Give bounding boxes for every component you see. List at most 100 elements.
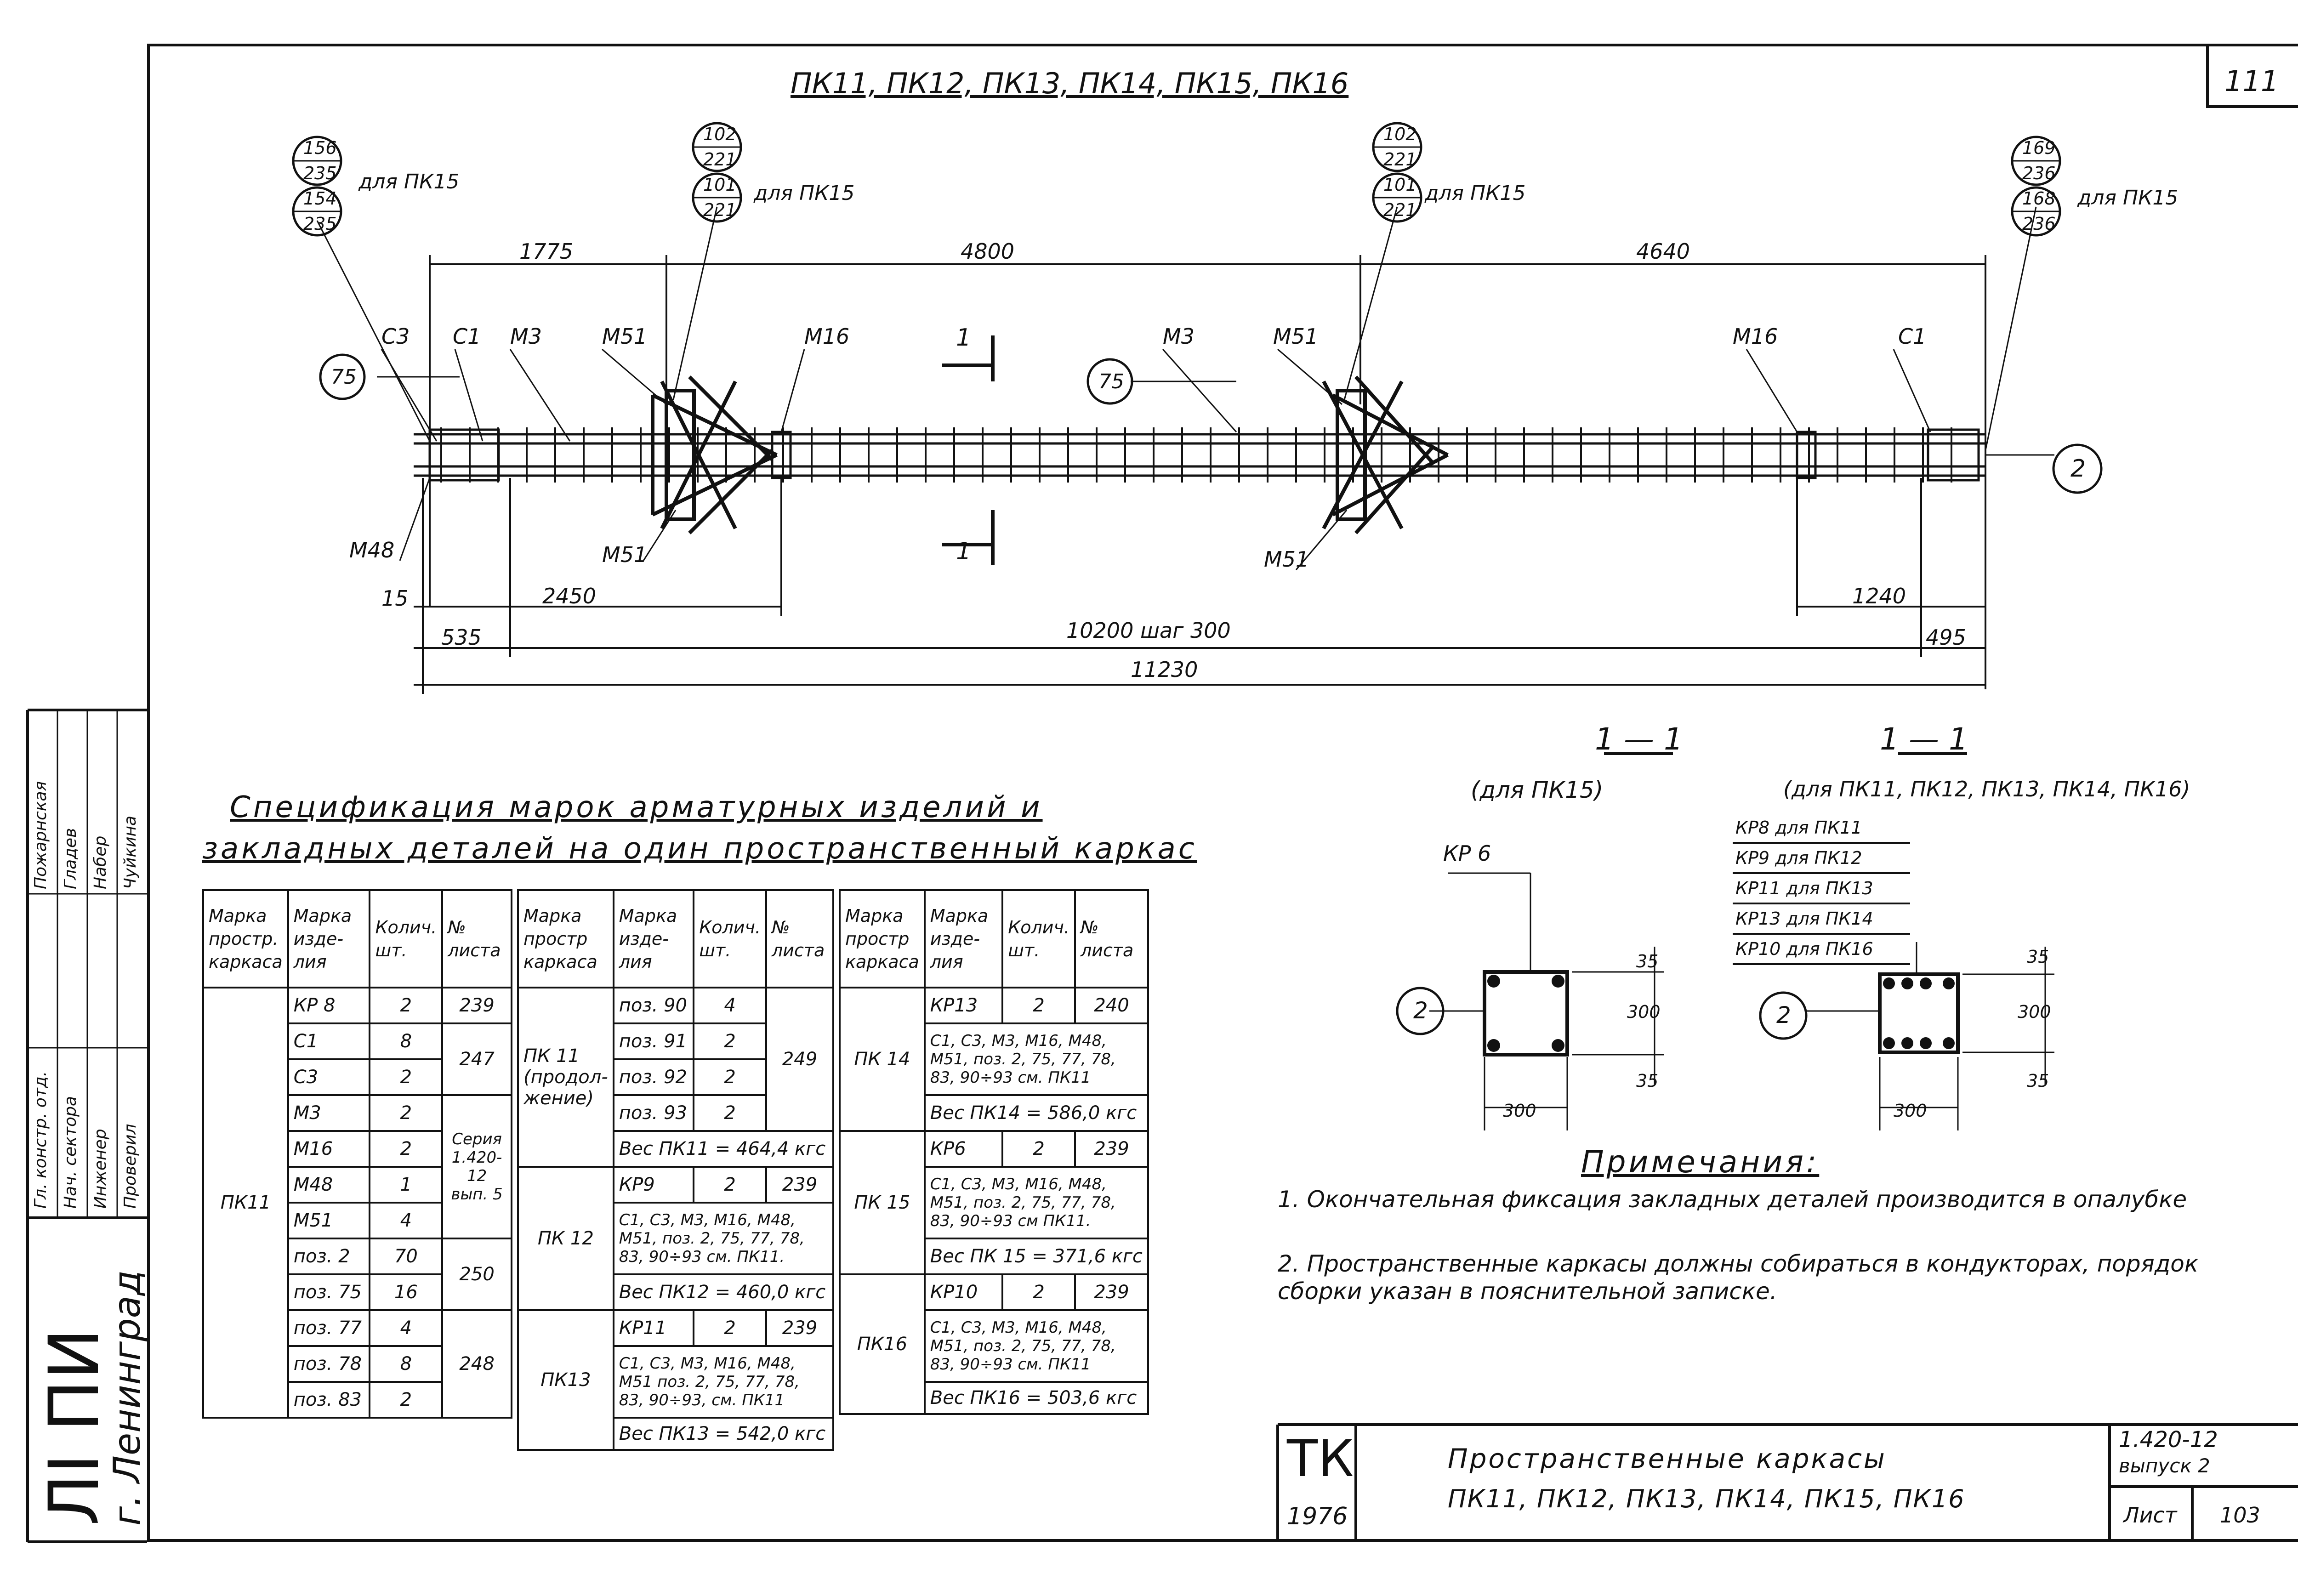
t2-item: поз. 92 xyxy=(612,1058,695,1096)
t2-pk11-sheet: 249 xyxy=(765,987,834,1132)
t3-header-qty: Колич. шт. xyxy=(1001,889,1076,988)
section2-dim-width: 300 xyxy=(1894,1101,1927,1121)
spec-title-line2: закладных деталей на один пространственн… xyxy=(202,832,1197,866)
t2-pk12-kp: КР9 xyxy=(612,1166,695,1204)
section1-dim-width: 300 xyxy=(1503,1101,1536,1121)
t1-item: С3 xyxy=(287,1058,371,1096)
t1-qty: 16 xyxy=(369,1273,444,1311)
side-name: Гладев xyxy=(61,828,80,889)
callout-mid2-bottom-num: 101 xyxy=(1383,175,1417,195)
t1-qty: 2 xyxy=(369,1130,444,1168)
section1-dim-mid: 300 xyxy=(1627,1002,1661,1022)
callout-mid2-top-den: 221 xyxy=(1383,149,1417,170)
t3-pk14-sheet: 240 xyxy=(1074,987,1149,1024)
t1-item: М48 xyxy=(287,1166,371,1204)
side-role: Инженер xyxy=(91,1129,110,1209)
stamp-series: 1.420-12 xyxy=(2119,1427,2218,1453)
label-m3-right: М3 xyxy=(1163,324,1195,349)
t3-pk15-sheet: 239 xyxy=(1074,1130,1149,1168)
t3-header-sheet: № листа xyxy=(1074,889,1149,988)
axis-2-main: 2 xyxy=(2070,455,2086,483)
dim-2450: 2450 xyxy=(542,584,597,608)
t3-pk14-list: С1, С3, М3, М16, М48, М51, поз. 2, 75, 7… xyxy=(923,1022,1149,1096)
t3-pk16: ПК16 xyxy=(839,1273,926,1415)
spec-title-line1: Спецификация марок арматурных изделий и xyxy=(230,790,1043,824)
callout-mid2-bottom-den: 221 xyxy=(1383,200,1417,220)
t2-pk12-list: С1, С3, М3, М16, М48, М51, поз. 2, 75, 7… xyxy=(612,1202,835,1275)
spec-table-1: Марка простр. каркаса Марка изде-лия Кол… xyxy=(202,889,512,1419)
t1-qty: 2 xyxy=(369,1058,444,1096)
kp-list-item: КР13 для ПК14 xyxy=(1733,904,1910,935)
callout-right-top-num: 169 xyxy=(2022,138,2056,158)
dim-4640: 4640 xyxy=(1636,239,1690,264)
pos75-mid: 75 xyxy=(1098,370,1124,393)
kp-list: КР8 для ПК11 КР9 для ПК12 КР11 для ПК13 … xyxy=(1733,813,1910,965)
t2-qty: 2 xyxy=(693,1058,767,1096)
callout-left-top-num: 156 xyxy=(303,138,337,158)
callout-mid1-top-den: 221 xyxy=(703,149,737,170)
t2-pk13: ПК13 xyxy=(517,1309,614,1451)
pos75-left: 75 xyxy=(331,365,357,389)
t1-qty: 70 xyxy=(369,1238,444,1275)
t1-item: С1 xyxy=(287,1022,371,1060)
t1-sheet: 239 xyxy=(441,987,512,1024)
t1-item: поз. 75 xyxy=(287,1273,371,1311)
stamp-issue: выпуск 2 xyxy=(2119,1454,2210,1477)
spec-table-3: Марка простр каркаса Марка изде-лия Коли… xyxy=(839,889,1149,1415)
callout-right-bottom-den: 236 xyxy=(2022,214,2056,234)
t1-qty: 2 xyxy=(369,987,444,1024)
section1-dim-bot: 35 xyxy=(1636,1071,1659,1091)
t2-pk13-sheet: 239 xyxy=(765,1309,834,1347)
corner-sheet-number: 111 xyxy=(2224,64,2279,98)
side-city: г. Ленинград xyxy=(106,1270,148,1526)
t1-sheet: 248 xyxy=(441,1309,512,1419)
t3-pk15-qty: 2 xyxy=(1001,1130,1076,1168)
section2-dim-bot: 35 xyxy=(2027,1071,2049,1091)
t2-pk11-cont: ПК 11 (продол-жение) xyxy=(517,987,614,1168)
spec-table-2: Марка простр каркаса Марка изде-лия Коли… xyxy=(517,889,835,1451)
t2-qty: 2 xyxy=(693,1094,767,1132)
t3-pk16-kp: КР10 xyxy=(923,1273,1004,1311)
section2-dim-mid: 300 xyxy=(2018,1002,2051,1022)
t1-sheet: 247 xyxy=(441,1022,512,1096)
t2-pk12: ПК 12 xyxy=(517,1166,614,1311)
t1-sheet: 250 xyxy=(441,1238,512,1311)
section-mark-bottom: 1 xyxy=(956,538,972,565)
label-m51-bottom-right: М51 xyxy=(1264,547,1309,572)
callout-left-bottom-num: 154 xyxy=(303,188,337,209)
t1-item: М51 xyxy=(287,1202,371,1239)
t1-header-item: Марка изде-лия xyxy=(287,889,371,988)
t2-qty: 2 xyxy=(693,1022,767,1060)
kp-list-item: КР9 для ПК12 xyxy=(1733,844,1910,874)
callout-left-top-den: 235 xyxy=(303,163,337,183)
label-c3: С3 xyxy=(381,324,410,349)
section1-axis: 2 xyxy=(1413,997,1428,1024)
t3-pk16-sheet: 239 xyxy=(1074,1273,1149,1311)
section2-axis: 2 xyxy=(1776,1002,1791,1028)
t1-qty: 2 xyxy=(369,1381,444,1419)
section2-subtitle: (для ПК11, ПК12, ПК13, ПК14, ПК16) xyxy=(1783,777,2190,801)
callout-mid2-note: для ПК15 xyxy=(1425,182,1526,205)
dim-1240: 1240 xyxy=(1852,584,1906,608)
t1-qty: 4 xyxy=(369,1202,444,1239)
t2-pk13-weight: Вес ПК13 = 542,0 кгс xyxy=(612,1417,835,1451)
t1-item: КР 8 xyxy=(287,987,371,1024)
dim-11230: 11230 xyxy=(1131,657,1198,682)
label-m3-left: М3 xyxy=(510,324,542,349)
label-m48: М48 xyxy=(349,538,395,562)
t3-pk16-weight: Вес ПК16 = 503,6 кгс xyxy=(923,1381,1149,1415)
main-title: ПК11, ПК12, ПК13, ПК14, ПК15, ПК16 xyxy=(791,67,1349,100)
callout-mid1-top-num: 102 xyxy=(703,124,737,144)
t2-header-item: Марка изде-лия xyxy=(612,889,695,988)
dim-4800: 4800 xyxy=(961,239,1015,264)
t2-pk13-qty: 2 xyxy=(693,1309,767,1347)
t3-header-item: Марка изде-лия xyxy=(923,889,1004,988)
dim-495: 495 xyxy=(1926,625,1966,650)
t3-pk15: ПК 15 xyxy=(839,1130,926,1275)
t3-pk14-qty: 2 xyxy=(1001,987,1076,1024)
callout-left-note: для ПК15 xyxy=(358,170,460,193)
callout-mid1-note: для ПК15 xyxy=(754,182,855,205)
stamp-year: 1976 xyxy=(1287,1503,1348,1530)
t1-header-sheet: № листа xyxy=(441,889,512,988)
dim-15: 15 xyxy=(381,586,409,611)
